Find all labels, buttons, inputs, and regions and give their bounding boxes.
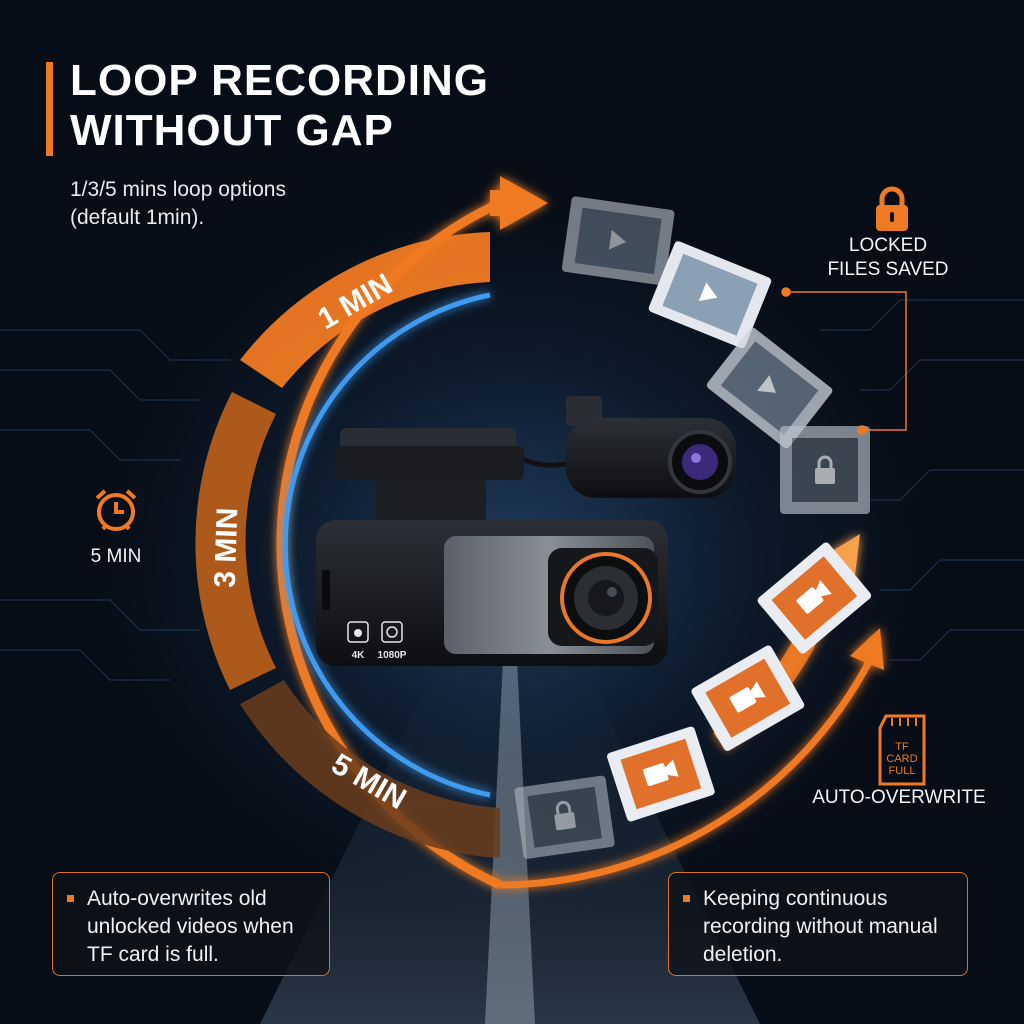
film-frame-recording	[757, 542, 872, 654]
sd-card-text: CARD	[886, 753, 917, 765]
video-camera-icon	[643, 759, 679, 787]
locked-line: FILES SAVED	[827, 259, 949, 280]
note-text: Keeping continuous recording without man…	[703, 887, 938, 966]
arc-segment-1min	[240, 232, 490, 388]
film-frame-locked	[780, 426, 870, 514]
note-box-left: Auto-overwrites old unlocked videos when…	[52, 872, 330, 976]
camera-badge-4k: 4K	[347, 621, 369, 661]
note-box-right: Keeping continuous recording without man…	[668, 872, 968, 976]
film-frame-recording	[607, 726, 715, 822]
play-icon	[698, 282, 718, 301]
film-frame	[706, 327, 833, 449]
film-frame	[561, 196, 675, 286]
locked-line: LOCKED	[848, 235, 928, 256]
svg-text:4K: 4K	[352, 650, 366, 661]
segment-label-3min: 3 MIN	[209, 507, 245, 588]
film-frame	[648, 241, 772, 349]
lock-icon	[815, 455, 835, 484]
film-frame-recording	[691, 645, 805, 751]
arc-segment-5min	[240, 680, 500, 858]
dash-camera: 4K 1080P	[316, 428, 668, 666]
svg-text:1080P: 1080P	[378, 650, 407, 661]
title-accent-bar	[46, 62, 53, 156]
page-title: LOOP RECORDING WITHOUT GAP	[70, 56, 489, 156]
alarm-clock-icon	[95, 489, 137, 531]
sd-card-icon: TF CARD FULL	[878, 714, 926, 786]
locked-files-label: LOCKED FILES SAVED	[808, 234, 968, 282]
subtitle-line: 1/3/5 mins loop options	[70, 178, 286, 201]
camera-badge-1080p: 1080P	[378, 621, 407, 661]
subtitle-line: (default 1min).	[70, 206, 205, 229]
video-camera-icon	[729, 681, 766, 713]
title-line: WITHOUT GAP	[70, 106, 394, 155]
rear-camera	[566, 396, 736, 498]
top-arrow-head	[500, 176, 548, 230]
video-camera-icon	[796, 580, 832, 614]
bullet-marker	[67, 895, 74, 902]
lock-icon	[876, 186, 908, 231]
sd-card-text: FULL	[889, 765, 916, 777]
arc-segment-3min	[195, 392, 276, 690]
bullet-marker	[683, 895, 690, 902]
auto-overwrite-label: AUTO-OVERWRITE	[812, 787, 986, 808]
alarm-label: 5 MIN	[90, 546, 142, 567]
sd-card-text: TF	[895, 741, 909, 753]
inner-blue-ring	[282, 292, 491, 798]
locked-callout-line	[781, 287, 907, 435]
film-frame-locked	[514, 775, 615, 859]
note-text: Auto-overwrites old unlocked videos when…	[87, 887, 294, 966]
subtitle: 1/3/5 mins loop options (default 1min).	[70, 176, 286, 232]
title-line: LOOP RECORDING	[70, 56, 490, 105]
